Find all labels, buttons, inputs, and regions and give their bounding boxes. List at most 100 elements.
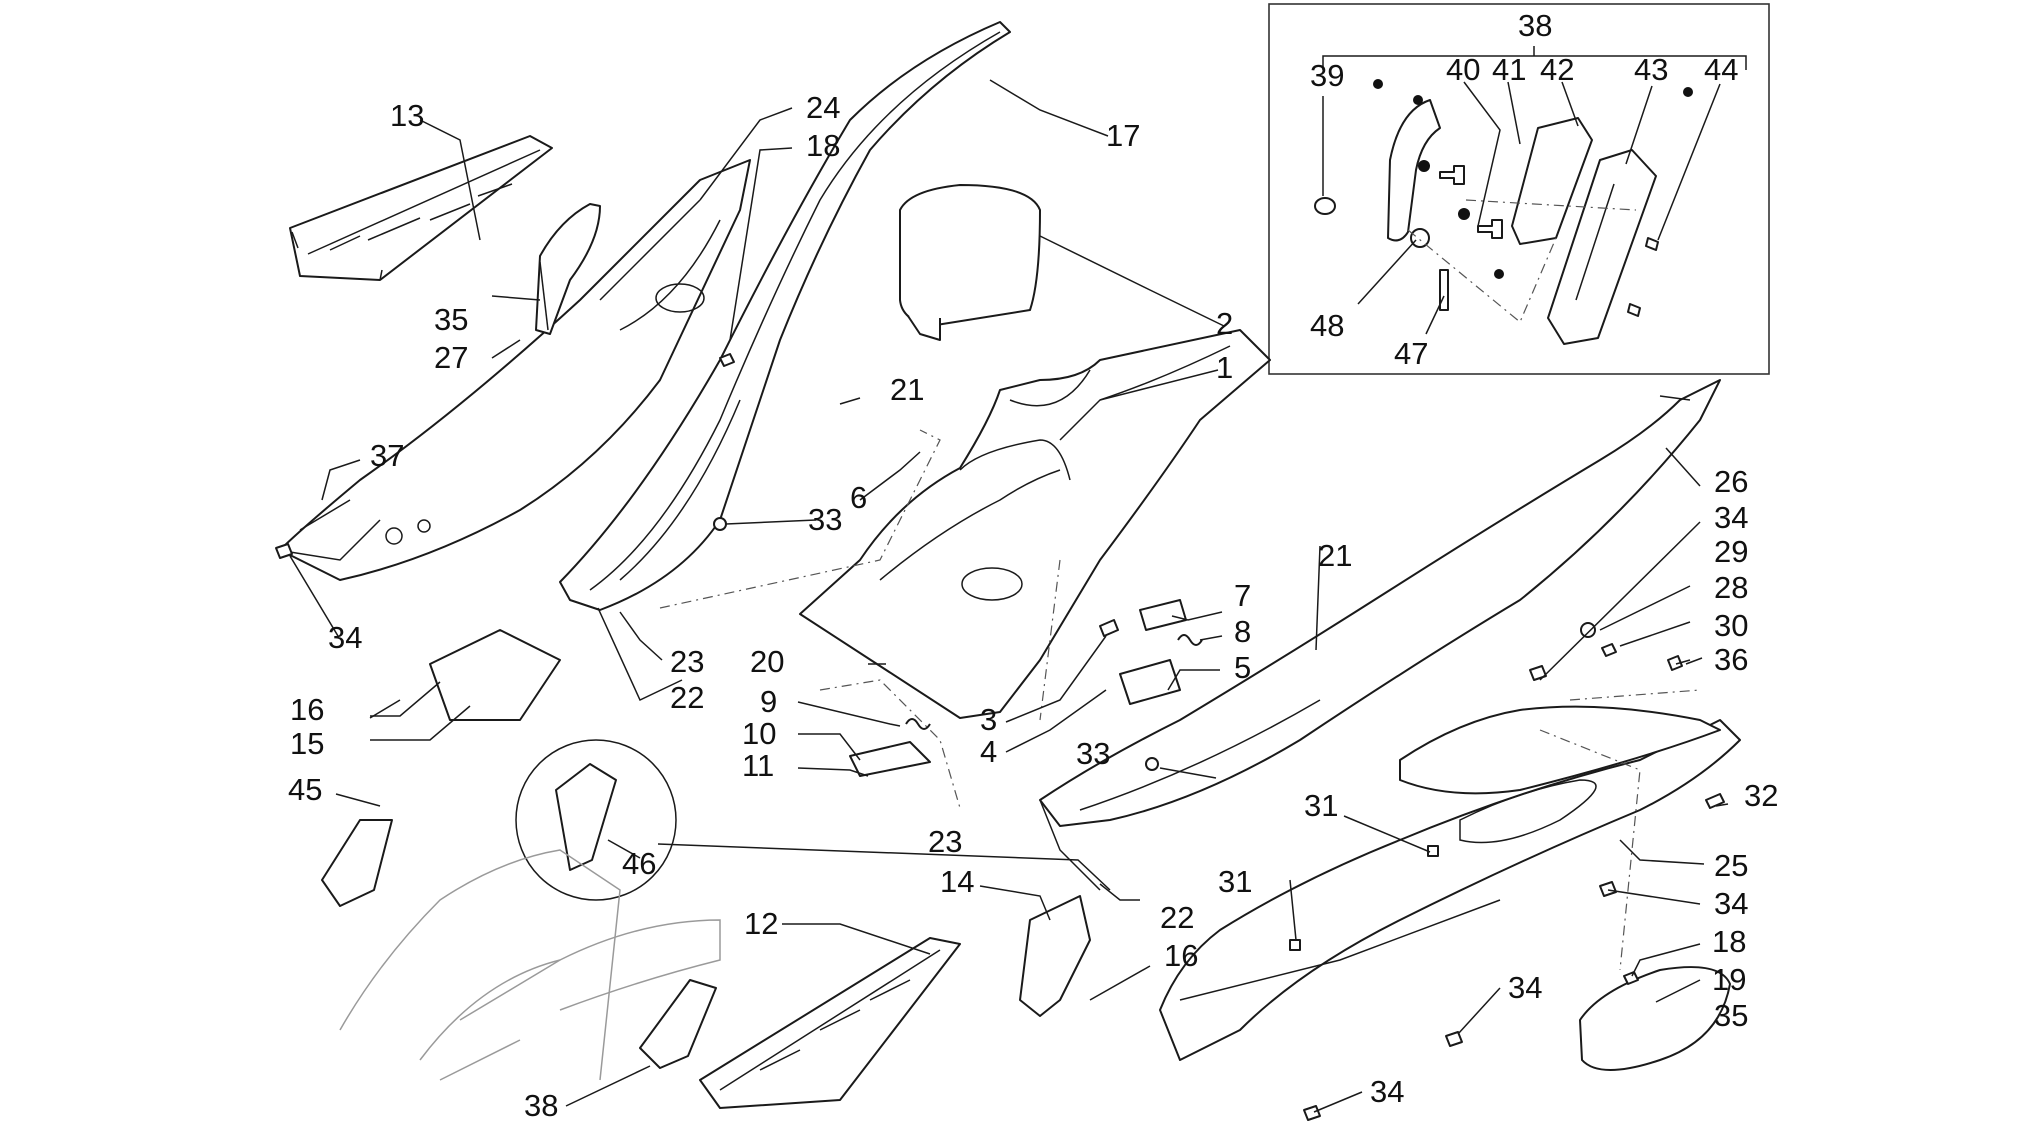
label-21b: 21 (1318, 538, 1352, 573)
part-9-spring (905, 718, 931, 730)
part-44-screw-b (1627, 303, 1641, 317)
label-12: 12 (744, 906, 778, 941)
label-23a: 23 (670, 644, 704, 679)
label-9: 9 (760, 684, 777, 719)
callout-labels: 1 2 3 4 5 6 7 8 9 10 11 12 13 14 15 16 1… (288, 8, 1778, 1123)
leader-lines (289, 79, 1729, 1113)
leader-47 (1425, 295, 1445, 335)
label-19: 19 (1712, 962, 1746, 997)
part-48-dot (1494, 269, 1504, 279)
label-34e: 34 (1370, 1074, 1404, 1109)
label-5: 5 (1234, 650, 1251, 685)
part-18-clip-b (1623, 971, 1639, 985)
label-38-inset: 38 (1518, 8, 1552, 43)
inset-dash-1 (1407, 229, 1557, 323)
part-34-clip-a (275, 543, 293, 559)
label-25: 25 (1714, 848, 1748, 883)
part-45-handle (321, 819, 393, 907)
part-34-clip-e (1303, 1105, 1321, 1121)
label-13: 13 (390, 98, 424, 133)
part-19-cover-right (1579, 966, 1731, 1071)
leader-48 (1357, 239, 1417, 305)
label-33b: 33 (1076, 736, 1110, 771)
label-2: 2 (1216, 306, 1233, 341)
part-43-bracket (1547, 149, 1657, 345)
part-39-washer (1314, 197, 1336, 215)
label-18b: 18 (1712, 924, 1746, 959)
label-6: 6 (850, 480, 867, 515)
label-18a: 18 (806, 128, 840, 163)
part-18-clip-a (719, 353, 735, 367)
part-41-washer (1418, 160, 1430, 172)
label-26: 26 (1714, 464, 1748, 499)
label-11: 11 (742, 748, 774, 783)
leader-42 (1561, 81, 1579, 127)
part-41-screw (1439, 165, 1465, 185)
label-1: 1 (1216, 350, 1233, 385)
inset-frame (1268, 3, 1770, 375)
part-44-screw (1645, 237, 1659, 251)
label-17: 17 (1106, 118, 1140, 153)
label-39: 39 (1310, 58, 1344, 93)
part-17-frame-strip (559, 21, 1011, 611)
label-15: 15 (290, 726, 324, 761)
inset-bracket (1322, 46, 1747, 70)
part-34-clip-b (1529, 665, 1547, 681)
leader-43 (1625, 85, 1653, 165)
leader-41 (1507, 81, 1521, 145)
part-46-grip (555, 763, 617, 871)
part-38-handle-lower (639, 979, 717, 1069)
label-28: 28 (1714, 570, 1748, 605)
part-3-clip (1099, 619, 1119, 637)
part-40-lever (1387, 99, 1441, 242)
part-31-screw (1427, 845, 1439, 857)
label-23b: 23 (928, 824, 962, 859)
part-24-left-panel (279, 159, 751, 581)
label-35b: 35 (1714, 998, 1748, 1033)
part-7-latch (1139, 599, 1187, 631)
part-43-slot (1575, 183, 1615, 301)
label-37: 37 (370, 438, 404, 473)
label-29: 29 (1714, 534, 1748, 569)
label-22a: 22 (670, 680, 704, 715)
label-22b: 22 (1160, 900, 1194, 935)
label-46: 46 (622, 846, 656, 881)
label-41: 41 (1492, 52, 1526, 87)
label-44: 44 (1704, 52, 1738, 87)
label-33a: 33 (808, 502, 842, 537)
label-14: 14 (940, 864, 974, 899)
inset-dash-2 (1465, 199, 1637, 211)
assembly-lines (659, 429, 1701, 971)
label-47: 47 (1394, 336, 1428, 371)
label-3: 3 (980, 702, 997, 737)
part-30-clip (1667, 655, 1683, 671)
label-38-lower: 38 (524, 1088, 558, 1123)
part-26-right-side-frame (1039, 379, 1721, 891)
label-35a: 35 (434, 302, 468, 337)
part-1-central-tunnel (799, 329, 1271, 719)
part-28-screw (1601, 643, 1617, 657)
part-13-footboard-mat (289, 135, 553, 281)
part-32-screw (1705, 793, 1725, 809)
label-34c: 34 (1714, 886, 1748, 921)
part-29-washer (1580, 622, 1596, 638)
label-16b: 16 (1164, 938, 1198, 973)
inset-detail-38 (1268, 3, 1770, 375)
part-8-spring (1177, 634, 1203, 646)
label-16a: 16 (290, 692, 324, 727)
part-43-dot (1683, 87, 1693, 97)
label-10: 10 (742, 716, 776, 751)
part-10-plate (849, 741, 931, 777)
part-40-pin (1410, 228, 1430, 248)
part-31b-screw (1289, 939, 1301, 951)
label-32: 32 (1744, 778, 1778, 813)
small-hardware (275, 353, 1725, 1121)
part-33-grommet (713, 517, 727, 531)
part-14-bracket (1019, 895, 1091, 1017)
leader-40 (1463, 81, 1501, 227)
ghost-frame-left (339, 849, 621, 1081)
part-39-dot (1373, 79, 1383, 89)
part-12-footboard-mat (699, 937, 961, 1109)
label-48: 48 (1310, 308, 1344, 343)
part-45-46-handle-detail (321, 739, 721, 1081)
